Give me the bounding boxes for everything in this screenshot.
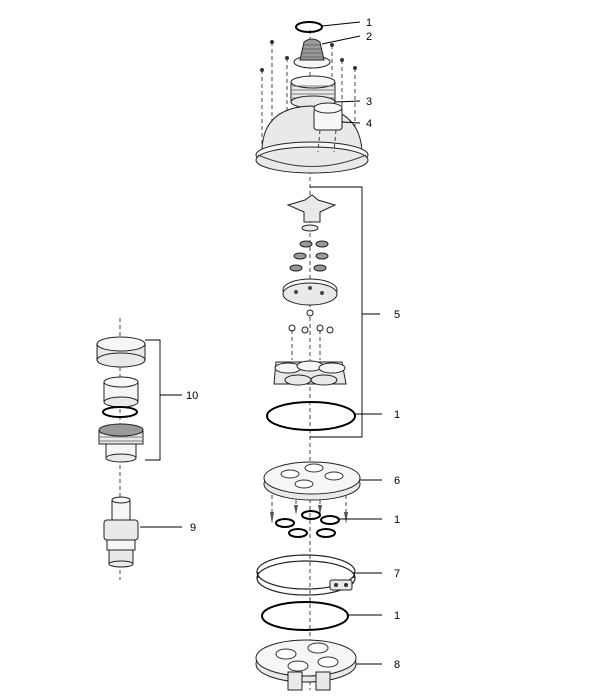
check-valve — [103, 496, 139, 568]
o-ring-top — [295, 21, 323, 33]
clamp-band — [256, 554, 356, 596]
callout-1-bottom: 1 — [394, 610, 400, 622]
callout-1-middle: 1 — [394, 409, 400, 421]
leader-3 — [334, 100, 361, 103]
callout-1-lower: 1 — [394, 514, 400, 526]
callout-10: 10 — [186, 390, 198, 402]
callout-7: 7 — [394, 568, 400, 580]
bracket-5 — [310, 186, 363, 438]
union-assembly — [96, 336, 146, 463]
plate-screws — [270, 495, 348, 524]
strainer-part — [293, 38, 331, 69]
callout-9: 9 — [190, 522, 196, 534]
valve-assembly — [273, 194, 347, 386]
bottom-base — [255, 639, 357, 691]
callout-1-top: 1 — [366, 17, 372, 29]
o-ring-lower — [261, 601, 349, 631]
threaded-collar — [290, 75, 336, 109]
leader-2 — [321, 35, 361, 45]
side-port — [313, 102, 343, 153]
o-ring-middle — [266, 401, 356, 431]
leader-4 — [341, 121, 361, 124]
bracket-10 — [145, 339, 161, 461]
base-plate — [263, 461, 361, 501]
callout-6: 6 — [394, 475, 400, 487]
callout-4: 4 — [366, 118, 372, 130]
dome-cover — [255, 105, 369, 174]
callout-3: 3 — [366, 96, 372, 108]
leader-1-top — [321, 21, 361, 27]
callout-8: 8 — [394, 659, 400, 671]
callout-5: 5 — [394, 309, 400, 321]
callout-2: 2 — [366, 31, 372, 43]
small-o-rings — [275, 510, 340, 538]
